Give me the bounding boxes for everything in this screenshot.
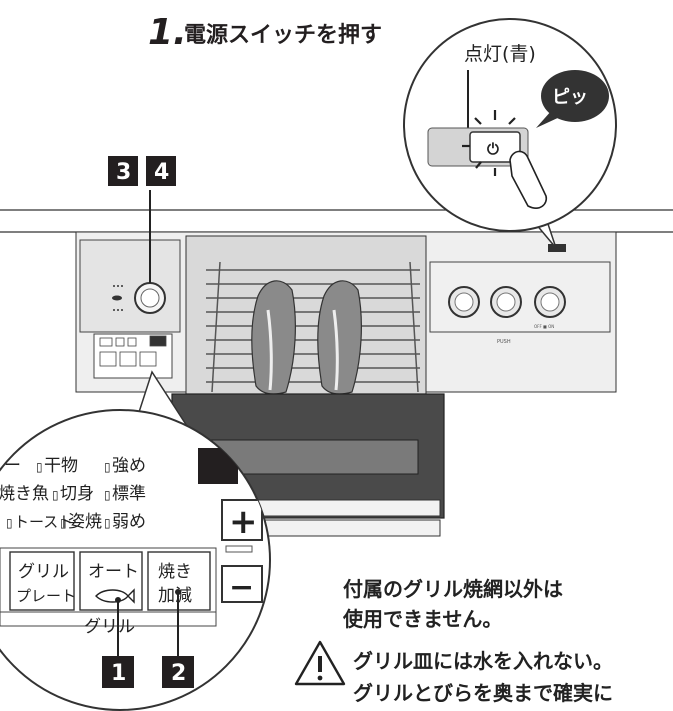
plus-button[interactable]: + bbox=[221, 499, 263, 542]
svg-text:強め: 強め bbox=[112, 456, 146, 476]
svg-text:▯: ▯ bbox=[36, 460, 43, 474]
step-title: 電源スイッチを押す bbox=[184, 22, 382, 48]
power-icon: ⏻ bbox=[487, 140, 499, 158]
svg-text:オート: オート bbox=[88, 562, 139, 582]
fish-symbol-icon bbox=[112, 285, 123, 311]
svg-text:▯: ▯ bbox=[60, 516, 67, 530]
svg-text:切身: 切身 bbox=[60, 484, 94, 504]
badge-2 bbox=[162, 656, 194, 688]
svg-text:▯: ▯ bbox=[6, 516, 13, 530]
svg-text:1: 1 bbox=[111, 661, 126, 686]
grill-plate-button[interactable]: グリル プレート bbox=[9, 551, 76, 611]
svg-text:▯: ▯ bbox=[104, 460, 111, 474]
svg-text:干物: 干物 bbox=[44, 456, 78, 476]
svg-text:ピッ: ピッ bbox=[552, 87, 588, 108]
warning-line-2: グリルとびらを奥まで確実に bbox=[353, 681, 613, 705]
step-number: 1. bbox=[148, 12, 187, 53]
grill-cavity bbox=[185, 235, 427, 397]
grill-rack bbox=[206, 261, 420, 393]
svg-text:トースト: トースト bbox=[14, 513, 73, 531]
light-on-label: 点灯(青) bbox=[464, 43, 536, 65]
note-line-1: 付属のグリル焼網以外は bbox=[343, 577, 563, 601]
svg-text:加減: 加減 bbox=[158, 586, 192, 606]
countertop bbox=[0, 210, 673, 232]
svg-text:焼き魚: 焼き魚 bbox=[0, 484, 49, 504]
svg-text:グリル: グリル bbox=[18, 562, 69, 582]
svg-text:▯: ▯ bbox=[104, 516, 111, 530]
fish-right bbox=[317, 280, 362, 395]
badge-3 bbox=[108, 156, 138, 186]
push-label: PUSH bbox=[497, 339, 511, 345]
svg-text:3: 3 bbox=[116, 160, 131, 185]
warning-icon bbox=[294, 640, 346, 686]
badge-1 bbox=[102, 656, 134, 688]
warning-line-1: グリル皿には水を入れない。 bbox=[353, 649, 613, 673]
fish-left bbox=[251, 280, 296, 395]
burner-knob-center[interactable] bbox=[490, 286, 522, 318]
svg-text:標準: 標準 bbox=[112, 484, 146, 504]
burner-knob-right[interactable] bbox=[534, 286, 566, 318]
left-control-panel bbox=[79, 239, 181, 333]
svg-text:姿焼: 姿焼 bbox=[68, 512, 102, 532]
svg-text:2: 2 bbox=[171, 661, 186, 686]
power-switch[interactable] bbox=[134, 282, 166, 314]
grill-group-label: グリル bbox=[84, 617, 135, 637]
minus-button[interactable]: − bbox=[221, 565, 263, 605]
svg-text:4: 4 bbox=[154, 160, 169, 185]
auto-button[interactable]: オート bbox=[79, 551, 143, 611]
off-on-label: OFF ■ ON bbox=[534, 324, 554, 329]
svg-text:+: + bbox=[229, 502, 258, 542]
burner-knob-left[interactable] bbox=[448, 286, 480, 318]
svg-text:弱め: 弱め bbox=[112, 512, 146, 532]
svg-text:ー: ー bbox=[4, 456, 21, 476]
note-line-2: 使用できません。 bbox=[342, 607, 502, 631]
svg-text:▯: ▯ bbox=[104, 488, 111, 502]
svg-text:−: − bbox=[229, 570, 254, 605]
power-indicator-on-panel bbox=[548, 244, 566, 252]
svg-text:焼き: 焼き bbox=[158, 562, 192, 582]
finger bbox=[509, 150, 548, 209]
glow-marks bbox=[462, 110, 516, 176]
svg-text:プレート: プレート bbox=[16, 587, 76, 605]
beep-bubble: ピッ bbox=[536, 70, 609, 128]
svg-text:▯: ▯ bbox=[52, 488, 59, 502]
badge-4 bbox=[146, 156, 176, 186]
